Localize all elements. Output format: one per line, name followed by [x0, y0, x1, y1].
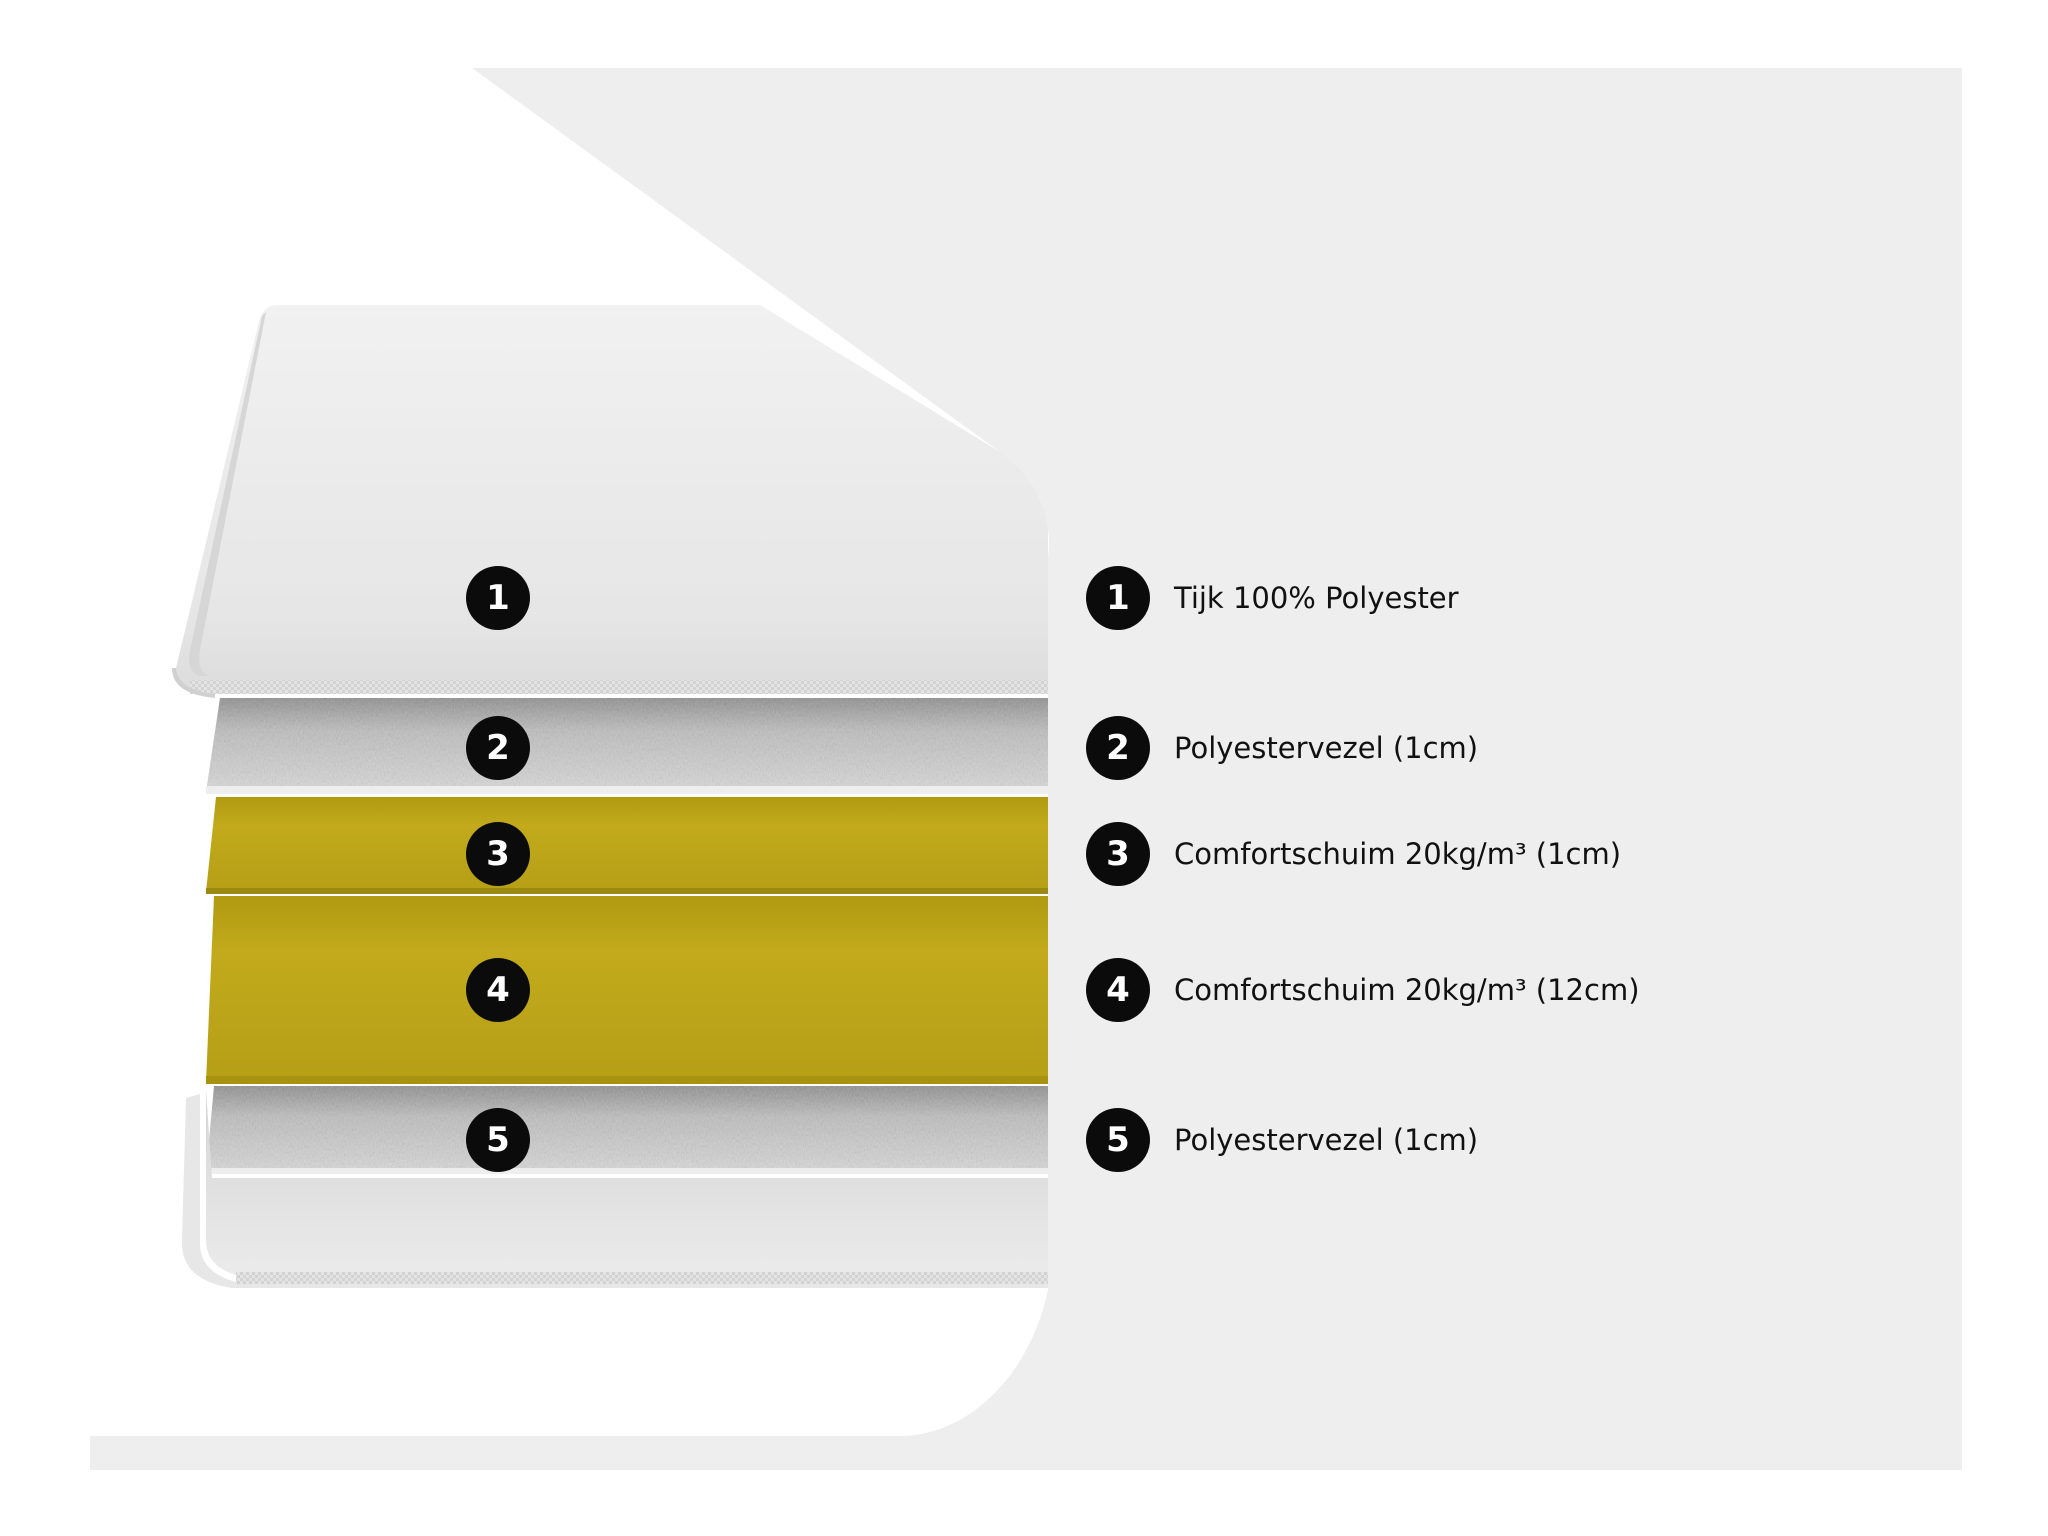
layer-3-foam [206, 797, 1048, 892]
legend-badge-2: 2 [1086, 716, 1150, 780]
layer-1-cover [176, 305, 1048, 692]
mattress-badge-2: 2 [466, 716, 530, 780]
background-panel [90, 68, 1962, 1470]
legend-badge-4: 4 [1086, 958, 1150, 1022]
legend-label-1: Tijk 100% Polyester [1174, 581, 1459, 615]
legend-label-3: Comfortschuim 20kg/m³ (1cm) [1174, 837, 1622, 871]
mattress-badge-1: 1 [466, 566, 530, 630]
legend-label-5: Polyestervezel (1cm) [1174, 1123, 1479, 1157]
legend-badge-3: 3 [1086, 822, 1150, 886]
layer-4-foam [206, 896, 1048, 1082]
mattress-badge-5: 5 [466, 1108, 530, 1172]
bottom-cover [206, 1090, 1048, 1276]
layer-1-seam [190, 680, 1048, 694]
legend-label-2: Polyestervezel (1cm) [1174, 731, 1479, 765]
legend-label-4: Comfortschuim 20kg/m³ (12cm) [1174, 973, 1640, 1007]
mattress-badge-3: 3 [466, 822, 530, 886]
legend-badge-1: 1 [1086, 566, 1150, 630]
mattress-badge-4: 4 [466, 958, 530, 1022]
legend-badge-5: 5 [1086, 1108, 1150, 1172]
